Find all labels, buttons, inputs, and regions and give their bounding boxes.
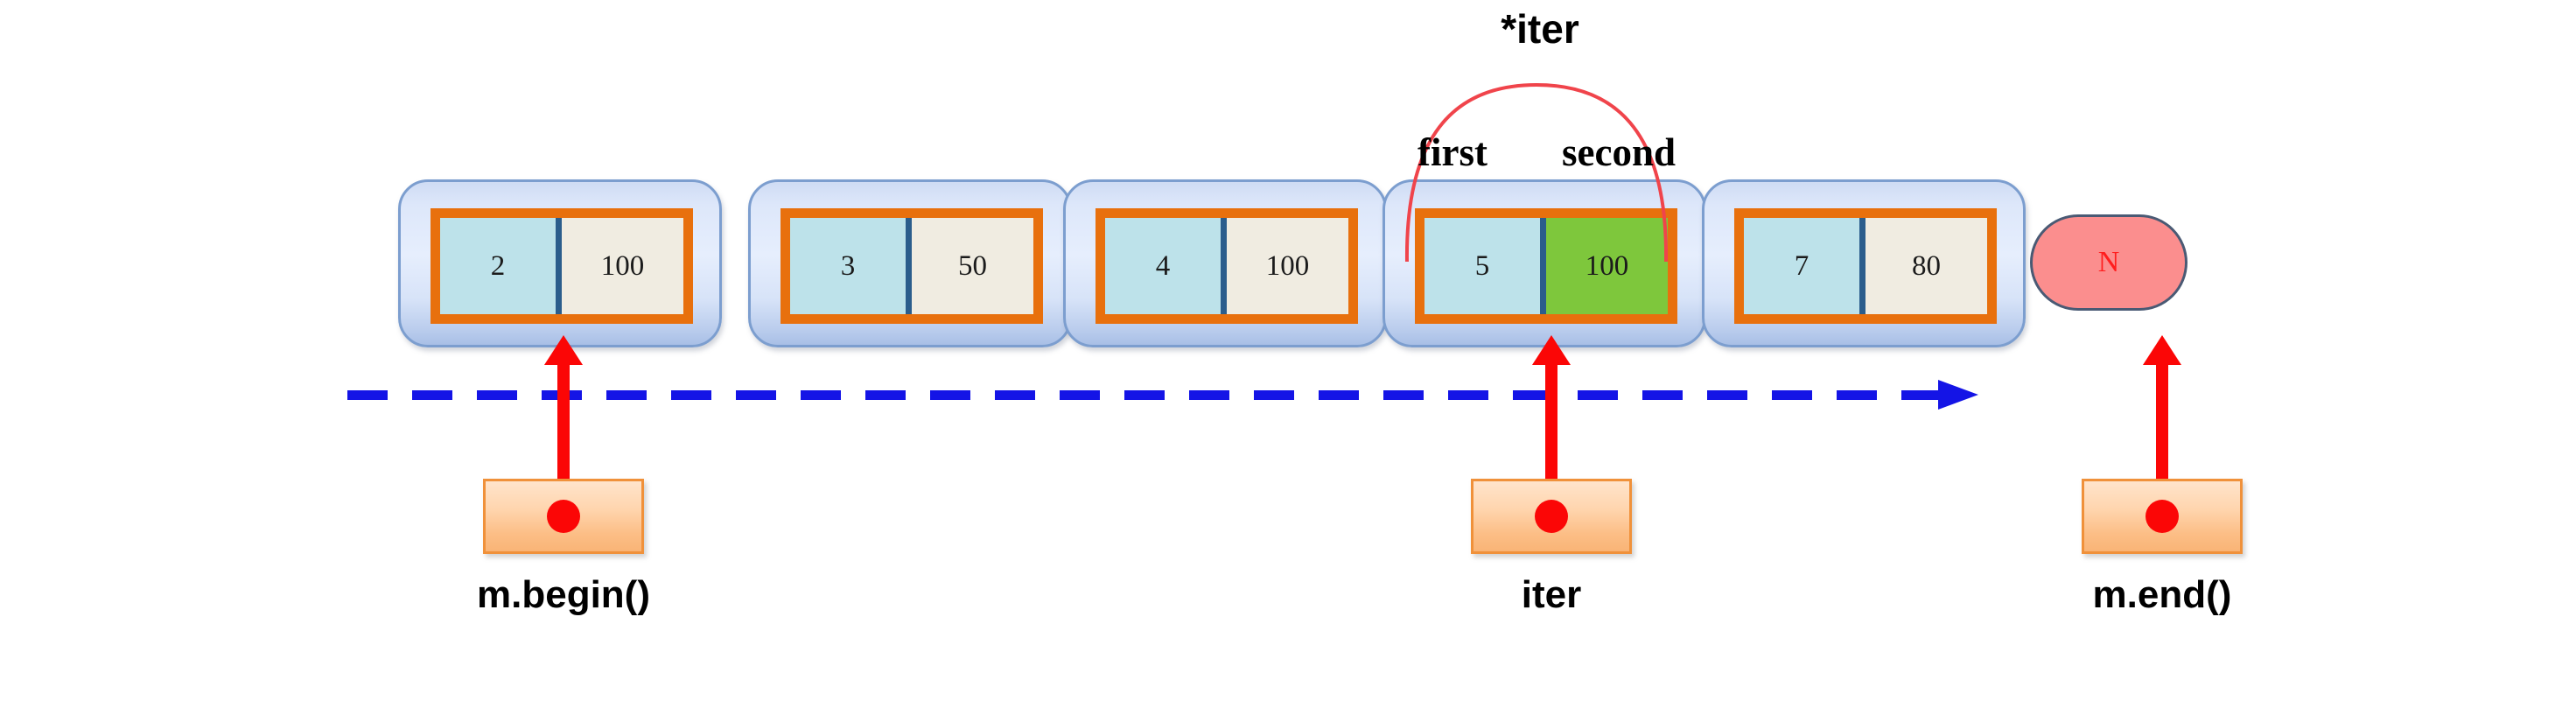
pair-value-cell-4: 80 [1866, 218, 1987, 314]
pair-key-cell-3: 5 [1424, 218, 1546, 314]
pair-key-cell-0: 2 [440, 218, 562, 314]
end-pointer-dot-icon [2146, 500, 2179, 533]
begin-pointer-label: m.begin() [477, 573, 650, 616]
pair-box-1: 3 50 [780, 208, 1043, 324]
map-node-2: 4 100 [1063, 179, 1387, 347]
pair-value-cell-2: 100 [1227, 218, 1348, 314]
iter-arrow-shaft [1545, 362, 1558, 517]
end-sentinel-node: N [2030, 214, 2188, 311]
pair-box-0: 2 100 [430, 208, 693, 324]
map-node-1: 3 50 [748, 179, 1072, 347]
pair-box-4: 7 80 [1734, 208, 1997, 324]
axis-arrowhead-icon [1938, 380, 1978, 410]
pair-value-cell-3: 100 [1546, 218, 1668, 314]
deref-iter-label: *iter [1501, 6, 1579, 52]
pair-key-cell-4: 7 [1744, 218, 1866, 314]
pair-second-label: second [1562, 130, 1676, 174]
end-arrowhead-icon [2143, 335, 2181, 365]
pair-value-cell-0: 100 [562, 218, 683, 314]
begin-pointer-dot-icon [547, 500, 580, 533]
iteration-direction-axis [347, 380, 1997, 410]
pair-key-cell-2: 4 [1105, 218, 1227, 314]
iter-arrowhead-icon [1532, 335, 1571, 365]
begin-arrow-shaft [557, 362, 570, 517]
begin-arrowhead-icon [544, 335, 583, 365]
pair-box-3: 5 100 [1415, 208, 1677, 324]
iter-pointer-dot-icon [1535, 500, 1568, 533]
end-pointer-label: m.end() [2092, 573, 2232, 616]
pair-key-cell-1: 3 [790, 218, 912, 314]
iter-pointer-label: iter [1521, 573, 1582, 616]
deref-arc-icon [1404, 82, 1669, 263]
end-arrow-shaft [2156, 362, 2168, 517]
pair-value-cell-1: 50 [912, 218, 1033, 314]
map-node-0: 2 100 [398, 179, 722, 347]
axis-dashed-line [347, 390, 1940, 400]
map-node-4: 7 80 [1702, 179, 2026, 347]
pair-first-label: first [1418, 130, 1488, 174]
map-node-3: 5 100 [1382, 179, 1706, 347]
pair-box-2: 4 100 [1096, 208, 1358, 324]
